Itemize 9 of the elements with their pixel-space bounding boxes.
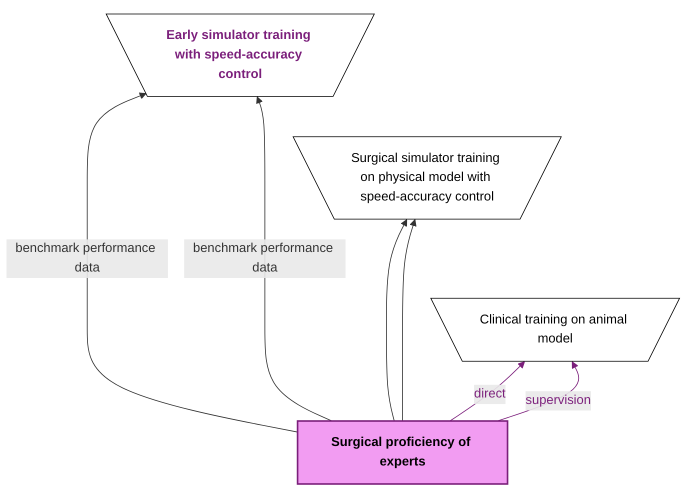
edge-label: direct: [474, 387, 506, 401]
edge-label: benchmark performance data: [15, 242, 156, 275]
edge-label: supervision: [526, 394, 591, 408]
arrow: [386, 219, 408, 422]
arrow: [86, 92, 298, 432]
arrow: [450, 361, 525, 422]
edge-label: benchmark performance data: [193, 242, 334, 275]
node-box: Surgical proficiency of experts: [296, 420, 508, 485]
arrow: [402, 219, 416, 422]
